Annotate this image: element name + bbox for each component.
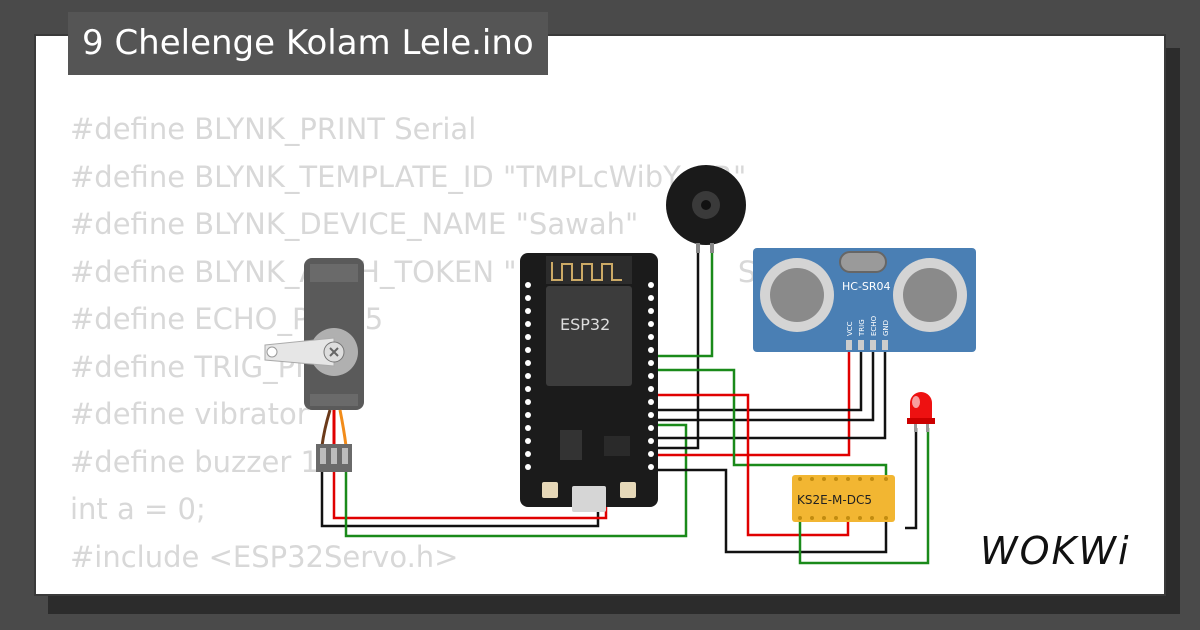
esp32-label: ESP32: [560, 315, 610, 334]
sensor-pin-vcc: VCC: [846, 321, 854, 336]
code-line: #define BLYNK_TEMPLATE_ID "TMPLcWibY OR": [70, 159, 747, 194]
wire-servo-green: [344, 423, 688, 538]
sensor-label: HC-SR04: [842, 280, 891, 293]
wokwi-logo-text: WOKWi: [980, 529, 1131, 573]
code-line: int a = 0;: [70, 492, 206, 526]
esp32-pins-right: [648, 282, 654, 470]
code-line: #define vibrator: [70, 397, 309, 431]
project-title: 9 Chelenge Kolam Lele.ino: [68, 12, 548, 75]
sensor-pin-gnd: GND: [882, 320, 890, 336]
wire-sensor-vcc: [652, 345, 851, 457]
esp32-pins-left: [525, 282, 531, 470]
wire-led: [905, 428, 918, 530]
wire-sensor-trig: [652, 345, 863, 412]
buzzer: [666, 165, 746, 253]
wire-relay-1: [652, 368, 888, 478]
sensor-pin-echo: ECHO: [870, 315, 878, 336]
wire-relay-4: [798, 428, 930, 565]
code-line: #define BLYNK_DEVICE_NAME "Sawah": [70, 207, 639, 241]
wire-sensor-gnd: [652, 345, 887, 440]
code-line: #define BLYNK_PRINT Serial: [70, 112, 477, 146]
code-line: #define buzzer 1: [70, 444, 319, 479]
code-line: #define ECHO_P 15: [70, 302, 384, 336]
code-line: #define TRIG_PI: [70, 349, 304, 384]
wokwi-logo: WOKWi: [980, 529, 1131, 573]
wire-relay-2: [652, 393, 850, 537]
relay-module: KS2E-M-DC5: [792, 475, 895, 522]
ultrasonic-sensor: HC-SR04 VCC TRIG ECHO GND: [753, 248, 976, 352]
wire-sensor-echo: [652, 345, 875, 422]
esp32-board: ESP32: [520, 253, 658, 512]
code-line: #include <ESP32Servo.h>: [70, 539, 459, 574]
sensor-pin-trig: TRIG: [858, 319, 866, 337]
servo-motor: [264, 258, 364, 472]
red-led: [907, 392, 935, 432]
relay-label: KS2E-M-DC5: [797, 493, 872, 507]
wire-buzzer-green: [652, 243, 714, 358]
